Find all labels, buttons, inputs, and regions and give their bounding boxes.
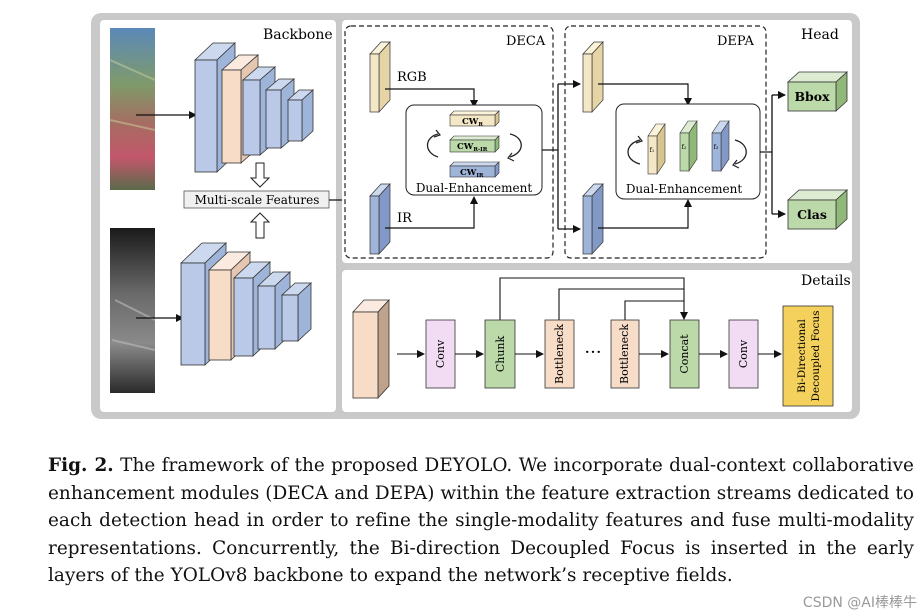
details-chunk (484, 319, 516, 389)
details-conv2 (728, 319, 759, 389)
down-hollow-arrow (249, 162, 271, 188)
cw-ir-block: CWIR (449, 161, 500, 179)
head-module: Head Bbox Clas (786, 27, 849, 230)
deca-module: DECA RGB IR CWR CWR-IR (344, 25, 558, 259)
details-dots: ··· (584, 342, 601, 363)
svg-text:Decoupled Focus: Decoupled Focus (810, 310, 822, 401)
multiscale-label: Multi-scale Features (195, 193, 320, 207)
svg-text:Bbox: Bbox (794, 89, 830, 104)
cycle-right-icon (509, 133, 522, 158)
depa-module: DEPA f₁ f₂ f₃ D (564, 25, 772, 259)
svg-text:f₁: f₁ (650, 147, 655, 154)
caption-text: The framework of the proposed DEYOLO. We… (48, 455, 914, 587)
details-panel: Details Conv Chunk Bottleneck ··· Bottle… (342, 270, 852, 412)
up-hollow-arrow (249, 212, 271, 239)
depa-cycle-left-icon (627, 139, 641, 165)
depa-f2-block: f₂ (679, 120, 698, 172)
deca-title: DECA (506, 34, 546, 49)
deca-ir-feature (369, 195, 380, 255)
svg-text:f₃: f₃ (714, 144, 719, 151)
cw-rgbir-block: CWR-IR (449, 135, 500, 153)
deca-rgb-label: RGB (397, 70, 427, 85)
depa-f1-block: f₁ (647, 123, 666, 175)
details-concat (669, 319, 700, 389)
svg-text:Bi-Directional: Bi-Directional (796, 318, 808, 392)
cycle-left-icon (426, 133, 439, 158)
backbone-title: Backbone (263, 27, 333, 43)
depa-title: DEPA (717, 34, 754, 49)
svg-text:Conv: Conv (737, 339, 750, 368)
depa-rgb-feature (582, 53, 593, 113)
caption-label: Fig. 2. (48, 455, 114, 476)
ir-feature-pyramid (180, 242, 313, 366)
svg-text:Clas: Clas (797, 207, 827, 222)
svg-text:Bottleneck: Bottleneck (618, 324, 631, 384)
svg-text:Conv: Conv (434, 339, 447, 368)
enhancement-panel (342, 20, 852, 263)
svg-text:CWR-IR: CWR-IR (457, 142, 488, 153)
svg-text:Chunk: Chunk (494, 336, 507, 373)
details-bottleneck2 (610, 319, 640, 389)
details-bottleneck1 (544, 319, 575, 389)
cw-rgb-block: CWR (449, 110, 500, 128)
details-conv1 (425, 319, 456, 389)
details-focus (782, 305, 834, 407)
clas-block: Clas (786, 189, 849, 230)
bbox-block: Bbox (786, 71, 849, 112)
ir-image (110, 228, 155, 393)
depa-f3-block: f₃ (711, 120, 730, 172)
details-input-feature (352, 311, 379, 399)
depa-ir-feature (582, 195, 593, 255)
svg-text:Bottleneck: Bottleneck (553, 324, 566, 384)
head-title: Head (801, 27, 839, 43)
details-title: Details (801, 273, 851, 289)
depa-cycle-right-icon (734, 139, 747, 165)
svg-text:Concat: Concat (678, 334, 691, 374)
svg-text:CWR: CWR (462, 117, 483, 128)
watermark: CSDN @AI棒棒牛 (802, 595, 917, 611)
depa-enhancement-label: Dual-Enhancement (626, 182, 743, 196)
deca-enhancement-label: Dual-Enhancement (416, 181, 533, 195)
rgb-image (110, 28, 155, 190)
svg-text:f₂: f₂ (682, 144, 687, 151)
svg-text:CWIR: CWIR (460, 168, 484, 179)
deca-rgb-feature (369, 53, 380, 113)
deca-ir-label: IR (397, 211, 413, 226)
figure-caption: Fig. 2. The framework of the proposed DE… (48, 452, 914, 590)
rgb-feature-pyramid (193, 42, 315, 173)
framework-figure: Backbone Multi-scale Features (91, 13, 860, 419)
backbone-panel: Backbone Multi-scale Features (100, 20, 336, 412)
